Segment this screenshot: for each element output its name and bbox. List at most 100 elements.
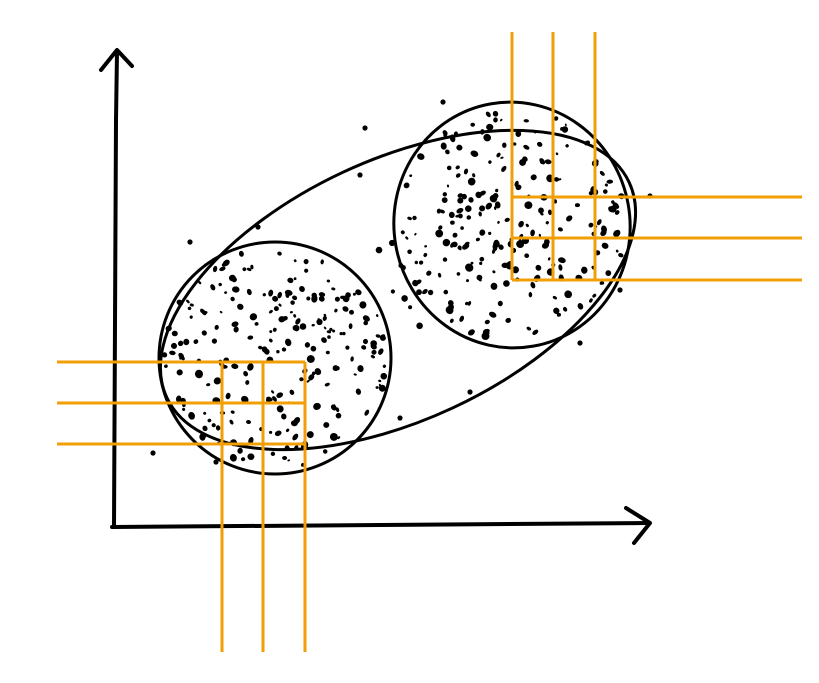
- data-point: [618, 253, 624, 258]
- data-point: [470, 122, 476, 127]
- data-point: [215, 425, 221, 431]
- data-point: [329, 432, 338, 441]
- data-point: [306, 379, 310, 383]
- data-point: [282, 455, 288, 461]
- data-point: [290, 420, 298, 427]
- data-point: [270, 451, 276, 456]
- data-point: [370, 343, 377, 350]
- data-point: [342, 331, 346, 336]
- data-point: [293, 277, 297, 281]
- data-point: [492, 270, 496, 274]
- data-point: [171, 330, 178, 337]
- data-point: [456, 272, 461, 276]
- data-point: [308, 374, 315, 381]
- data-point: [495, 188, 499, 193]
- data-point: [459, 315, 465, 322]
- data-point: [331, 404, 336, 410]
- data-point: [237, 447, 243, 454]
- data-point: [538, 233, 542, 237]
- data-point: [348, 323, 353, 330]
- data-point: [332, 329, 336, 333]
- data-point: [503, 280, 510, 287]
- data-point: [375, 246, 383, 254]
- data-point: [445, 149, 450, 155]
- data-point: [202, 310, 208, 315]
- data-point: [327, 335, 331, 339]
- data-point: [249, 313, 258, 321]
- data-point: [467, 389, 473, 395]
- data-point: [371, 349, 377, 355]
- data-point: [364, 409, 370, 416]
- data-point: [605, 270, 612, 277]
- data-point: [342, 295, 350, 303]
- data-point: [515, 184, 522, 191]
- data-point: [466, 279, 469, 283]
- data-point: [564, 290, 573, 299]
- y-axis: [112, 50, 119, 529]
- data-point: [558, 264, 563, 271]
- cluster-circle-upper-right: [392, 100, 632, 350]
- data-point: [552, 295, 558, 300]
- data-point: [407, 249, 412, 255]
- data-point: [467, 177, 476, 186]
- data-point: [515, 130, 522, 137]
- data-point: [479, 229, 486, 236]
- data-point: [331, 287, 336, 291]
- data-point: [211, 338, 217, 344]
- data-point: [540, 212, 544, 216]
- data-point: [245, 380, 250, 385]
- data-point: [545, 221, 549, 225]
- data-point: [175, 395, 182, 403]
- data-point: [292, 433, 299, 441]
- data-point: [443, 133, 448, 137]
- cluster-outlines: [157, 100, 638, 476]
- data-point: [375, 314, 379, 318]
- data-point: [446, 165, 452, 171]
- data-point: [278, 303, 282, 307]
- data-point: [284, 445, 290, 451]
- data-point: [299, 323, 307, 330]
- data-point: [577, 340, 583, 346]
- data-point: [523, 119, 529, 123]
- data-point: [547, 209, 552, 216]
- data-point: [403, 182, 410, 189]
- data-point: [440, 99, 446, 105]
- data-point: [176, 299, 184, 306]
- data-point: [533, 130, 537, 134]
- data-point: [303, 259, 309, 265]
- data-point: [207, 418, 212, 423]
- data-point: [442, 257, 448, 262]
- data-point: [272, 327, 277, 332]
- data-point: [202, 425, 208, 432]
- data-point: [436, 208, 442, 214]
- data-point: [335, 412, 342, 419]
- data-point: [422, 289, 428, 295]
- data-point: [400, 230, 405, 235]
- data-point: [187, 239, 193, 245]
- guide-lines-upper-right: [510, 32, 802, 282]
- data-point: [171, 342, 177, 349]
- data-point: [318, 295, 325, 302]
- data-point: [357, 365, 364, 373]
- data-point: [177, 340, 184, 347]
- data-point: [250, 264, 254, 270]
- data-point: [242, 267, 247, 272]
- data-point: [273, 306, 279, 312]
- data-point: [182, 407, 186, 411]
- data-point: [219, 266, 226, 272]
- data-point: [326, 330, 332, 334]
- data-point: [558, 257, 566, 264]
- data-point: [604, 183, 608, 187]
- data-point: [378, 379, 382, 383]
- data-point: [493, 117, 498, 123]
- data-point: [335, 407, 340, 413]
- data-point: [359, 301, 367, 309]
- data-point: [486, 123, 494, 131]
- data-point: [562, 306, 568, 312]
- data-point: [526, 326, 532, 331]
- data-point: [150, 450, 156, 456]
- x-axis-arrowhead: [624, 506, 652, 545]
- data-point: [285, 428, 290, 433]
- data-point: [522, 156, 528, 163]
